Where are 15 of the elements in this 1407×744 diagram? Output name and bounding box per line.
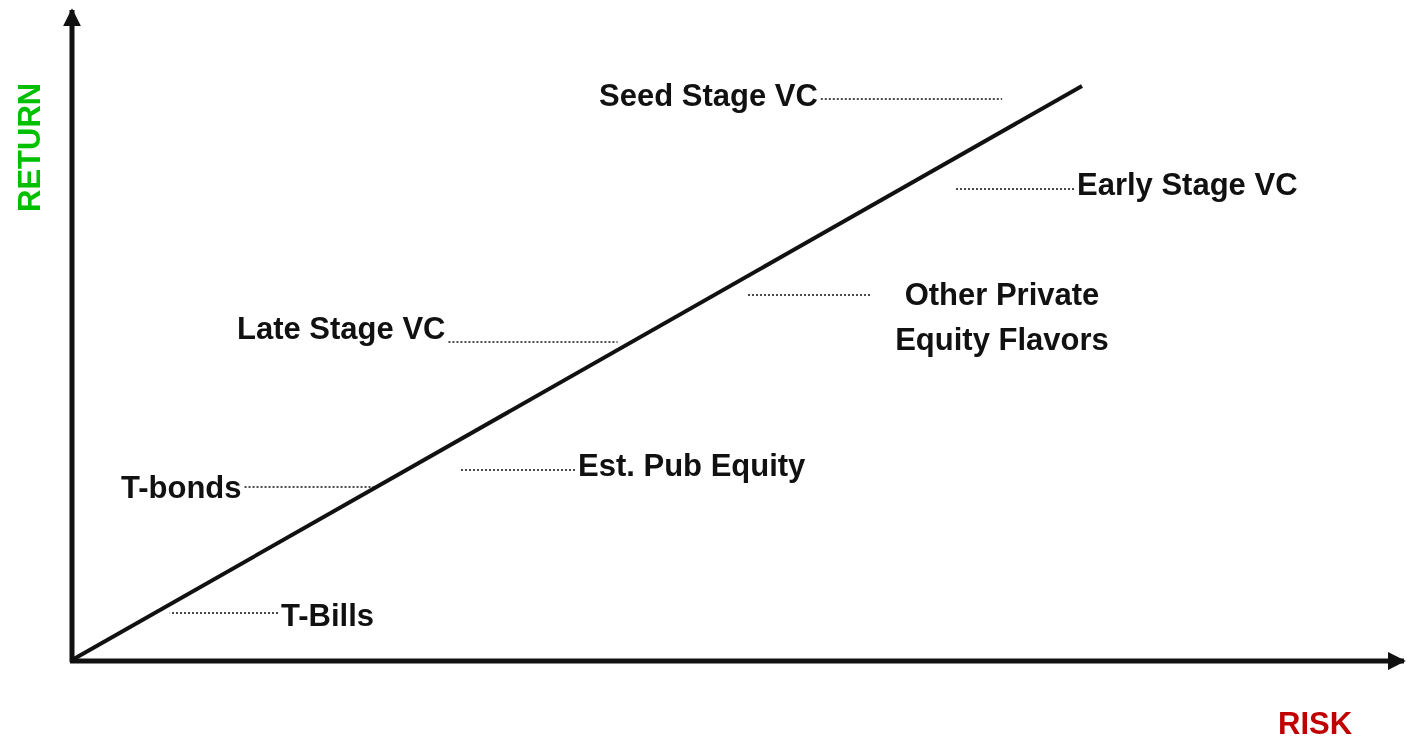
investment-label: Est. Pub Equity [578, 443, 806, 488]
investment-label: T-bonds [121, 465, 242, 510]
investment-label: T-Bills [281, 593, 374, 638]
leader-line [745, 294, 871, 296]
investment-label: Late Stage VC [237, 306, 446, 351]
axis-title: RISK [1278, 706, 1353, 742]
leader-line [243, 486, 378, 488]
leader-line [447, 341, 619, 343]
leader-line [458, 469, 576, 471]
axis-title: RETURN [12, 82, 48, 212]
leader-line [820, 98, 1003, 100]
leader-line [954, 188, 1075, 190]
investment-label: Seed Stage VC [599, 73, 818, 118]
investment-label: Early Stage VC [1077, 162, 1298, 207]
investment-label: Other Private Equity Flavors [873, 272, 1131, 362]
